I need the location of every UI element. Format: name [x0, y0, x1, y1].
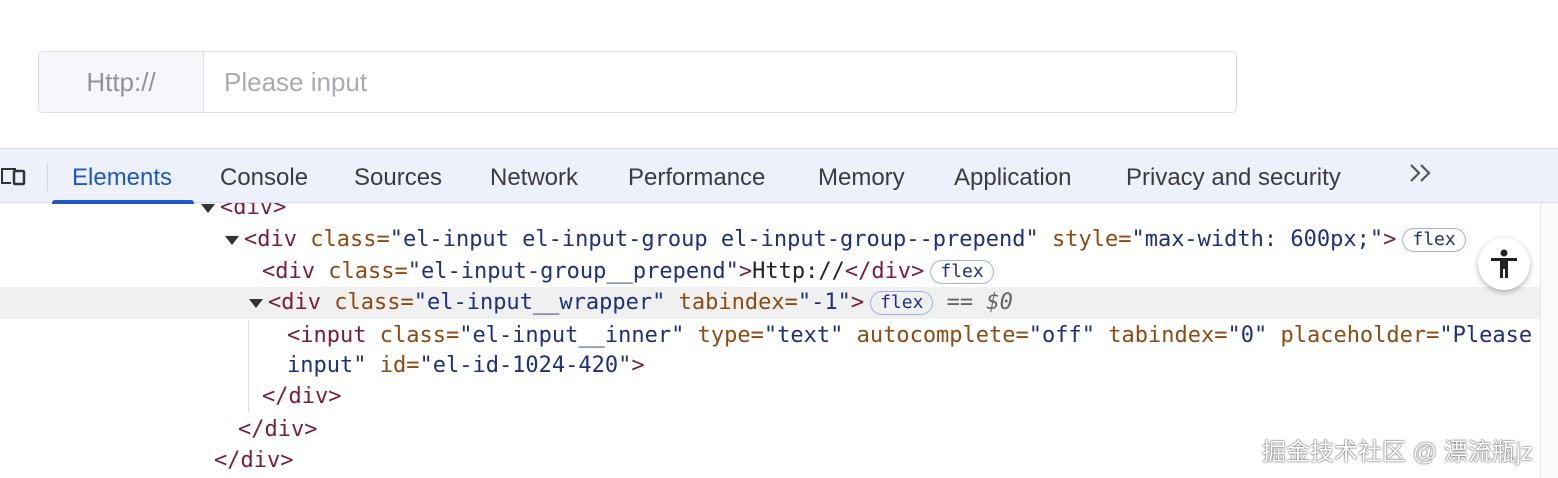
tree-node[interactable]: </div>	[262, 384, 342, 409]
tree-node[interactable]: <input class="el-input__inner" type="tex…	[287, 323, 1533, 348]
url-input[interactable]	[204, 52, 1236, 112]
tab-performance[interactable]: Performance	[628, 164, 766, 191]
scrollbar[interactable]	[1540, 203, 1558, 478]
collapse-triangle-icon[interactable]	[201, 204, 215, 213]
tree-node[interactable]: </div>	[214, 448, 294, 473]
elements-tree: <div> <div class="el-input el-input-grou…	[0, 203, 1540, 478]
tree-node[interactable]: </div>	[238, 417, 318, 442]
device-toolbar-icon[interactable]	[0, 165, 26, 187]
chevron-double-right-icon[interactable]	[1408, 161, 1434, 185]
flex-badge[interactable]: flex	[1402, 228, 1466, 252]
collapse-triangle-icon[interactable]	[225, 236, 239, 245]
input-prepend: Http://	[39, 52, 204, 112]
tab-network[interactable]: Network	[490, 164, 579, 191]
devtools-tabbar: Elements Console Sources Network Perform…	[0, 148, 1558, 204]
accessibility-icon	[1491, 249, 1517, 278]
tab-elements[interactable]: Elements	[51, 149, 195, 204]
collapse-triangle-icon[interactable]	[249, 299, 263, 308]
tree-node-selected[interactable]: <div class="el-input__wrapper" tabindex=…	[0, 287, 1540, 319]
flex-badge[interactable]: flex	[870, 291, 934, 315]
watermark: 掘金技术社区 @ 漂流瓶jz	[1262, 439, 1534, 466]
tree-node-continued[interactable]: input" id="el-id-1024-420">	[287, 353, 645, 378]
flex-badge[interactable]: flex	[930, 260, 994, 284]
tab-memory[interactable]: Memory	[818, 164, 905, 191]
accessibility-button[interactable]	[1478, 238, 1530, 290]
tab-privacy-security[interactable]: Privacy and security	[1126, 164, 1341, 191]
tree-node[interactable]: <div>	[0, 203, 1540, 224]
tree-node[interactable]: <div class="el-input-group__prepend">Htt…	[0, 256, 1540, 288]
indent-guide	[248, 320, 249, 412]
tab-application[interactable]: Application	[954, 164, 1072, 191]
input-group: Http://	[38, 51, 1237, 113]
tab-sources[interactable]: Sources	[354, 164, 443, 191]
tab-console[interactable]: Console	[220, 164, 309, 191]
selected-marker: == $0	[933, 290, 1013, 315]
tree-node[interactable]: <div class="el-input el-input-group el-i…	[0, 224, 1540, 256]
divider	[47, 163, 48, 191]
